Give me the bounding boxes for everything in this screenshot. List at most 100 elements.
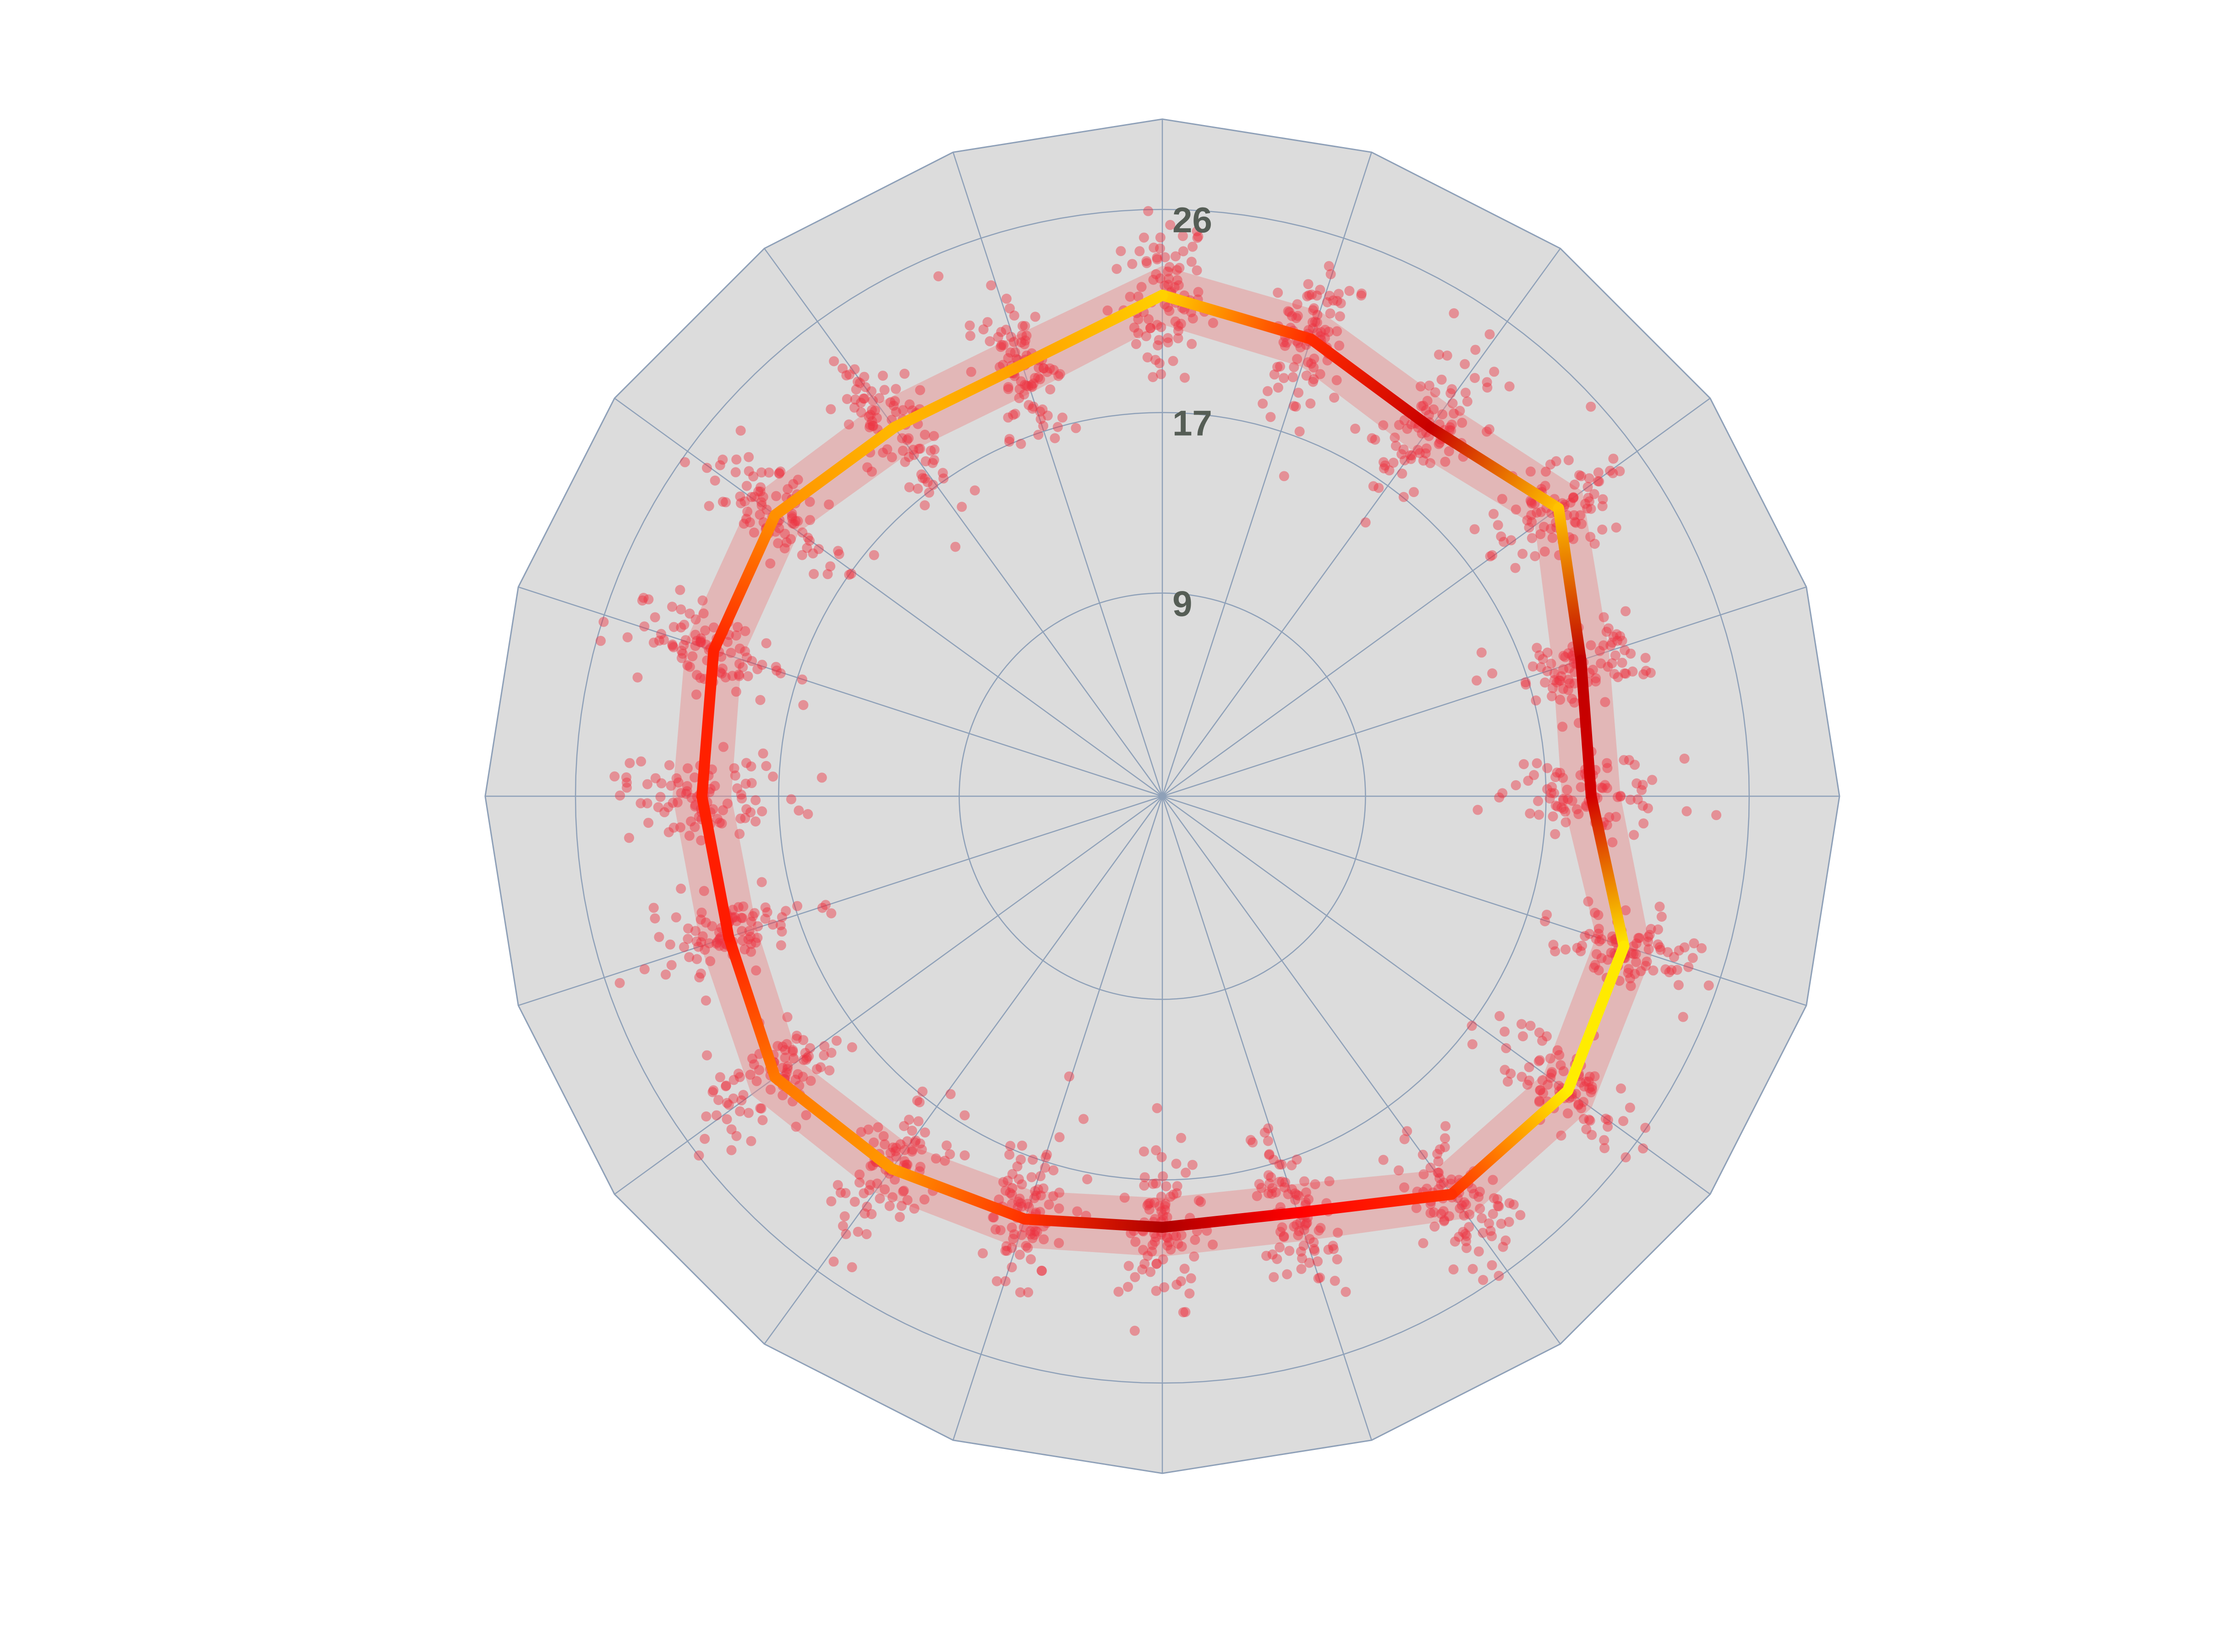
scatter-point xyxy=(1399,1182,1409,1193)
scatter-point xyxy=(682,660,693,671)
scatter-point xyxy=(851,384,861,395)
scatter-point xyxy=(1625,973,1635,984)
scatter-point xyxy=(1017,1202,1027,1212)
scatter-point xyxy=(1424,410,1434,420)
scatter-point xyxy=(1178,246,1188,257)
scatter-point xyxy=(1028,401,1039,412)
scatter-point xyxy=(1333,1227,1343,1238)
scatter-point xyxy=(1584,1072,1595,1082)
scatter-point xyxy=(1045,363,1055,374)
scatter-point xyxy=(1299,1225,1309,1235)
scatter-point xyxy=(726,1145,737,1155)
scatter-point xyxy=(637,595,647,606)
scatter-point xyxy=(635,798,646,809)
scatter-point xyxy=(742,506,753,517)
scatter-point xyxy=(707,1087,718,1097)
scatter-point xyxy=(1155,243,1165,254)
scatter-point xyxy=(1402,424,1412,434)
scatter-point xyxy=(735,491,745,502)
scatter-point xyxy=(1589,489,1599,499)
scatter-point xyxy=(1168,356,1178,366)
scatter-point xyxy=(679,640,689,651)
scatter-point xyxy=(1418,400,1429,411)
scatter-point xyxy=(1042,410,1053,421)
scatter-point xyxy=(1477,1213,1487,1224)
scatter-point xyxy=(1172,275,1182,285)
scatter-point xyxy=(1571,1089,1581,1099)
scatter-point xyxy=(1603,1121,1613,1132)
scatter-point xyxy=(750,795,761,805)
scatter-point xyxy=(868,421,878,431)
scatter-point xyxy=(1506,535,1516,546)
scatter-point xyxy=(1405,450,1416,460)
scatter-point xyxy=(710,781,720,791)
scatter-point xyxy=(904,1115,914,1125)
scatter-point xyxy=(1025,1229,1036,1240)
scatter-point xyxy=(1007,1189,1017,1200)
scatter-point xyxy=(749,1059,759,1070)
scatter-point xyxy=(1293,1230,1303,1241)
scatter-point xyxy=(717,497,728,507)
scatter-point xyxy=(1459,1197,1469,1208)
scatter-point xyxy=(1038,1183,1049,1194)
scatter-point xyxy=(986,280,996,290)
scatter-point xyxy=(1009,1229,1019,1240)
scatter-point xyxy=(1615,791,1626,801)
scatter-point xyxy=(1540,481,1550,491)
scatter-point xyxy=(1643,803,1653,814)
radial-tick-label: 26 xyxy=(1172,200,1212,240)
scatter-point xyxy=(1111,264,1122,274)
scatter-point xyxy=(1331,375,1342,385)
scatter-point xyxy=(964,320,975,331)
grid-spoke xyxy=(953,152,1163,797)
scatter-point xyxy=(867,1160,878,1171)
scatter-point xyxy=(914,443,924,454)
scatter-point xyxy=(664,760,674,771)
scatter-point xyxy=(1537,1035,1548,1046)
scatter-point xyxy=(1608,631,1619,642)
scatter-point xyxy=(1030,1226,1040,1236)
scatter-point xyxy=(1433,1156,1444,1167)
scatter-point xyxy=(767,919,778,930)
scatter-point xyxy=(1171,1231,1182,1241)
scatter-point xyxy=(1552,801,1563,812)
scatter-point xyxy=(732,783,743,793)
scatter-point xyxy=(755,509,765,520)
scatter-point xyxy=(1596,934,1607,945)
scatter-point xyxy=(717,668,727,679)
scatter-point xyxy=(788,1045,798,1055)
scatter-point xyxy=(860,382,871,392)
scatter-point xyxy=(854,1177,865,1188)
scatter-point xyxy=(1007,1222,1017,1233)
scatter-point xyxy=(1628,949,1639,959)
scatter-point xyxy=(843,419,854,430)
scatter-point xyxy=(1407,450,1417,461)
scatter-point xyxy=(1303,357,1314,367)
scatter-point xyxy=(1550,946,1560,957)
scatter-point xyxy=(841,370,852,381)
scatter-point xyxy=(1616,1083,1626,1094)
scatter-point xyxy=(1268,1154,1279,1165)
scatter-point xyxy=(1162,1241,1173,1251)
scatter-point xyxy=(1399,415,1410,426)
scatter-point xyxy=(787,518,798,529)
mean-line-segment xyxy=(770,1072,898,1175)
mean-line-segment xyxy=(1305,334,1436,433)
scatter-point xyxy=(736,913,747,923)
scatter-point xyxy=(995,1225,1006,1236)
scatter-point xyxy=(1332,326,1342,337)
scatter-point xyxy=(1554,675,1565,686)
scatter-point xyxy=(1150,1232,1161,1242)
scatter-point xyxy=(758,492,768,502)
scatter-point xyxy=(1577,941,1588,951)
scatter-point xyxy=(757,1115,768,1126)
scatter-point xyxy=(682,786,692,796)
scatter-point xyxy=(1549,675,1560,685)
scatter-point xyxy=(938,473,949,484)
scatter-point xyxy=(1139,1180,1150,1191)
scatter-point xyxy=(713,1095,724,1105)
scatter-point xyxy=(1626,648,1636,659)
scatter-point xyxy=(1440,1121,1451,1132)
scatter-point xyxy=(1429,1221,1440,1232)
scatter-point xyxy=(1607,936,1617,946)
